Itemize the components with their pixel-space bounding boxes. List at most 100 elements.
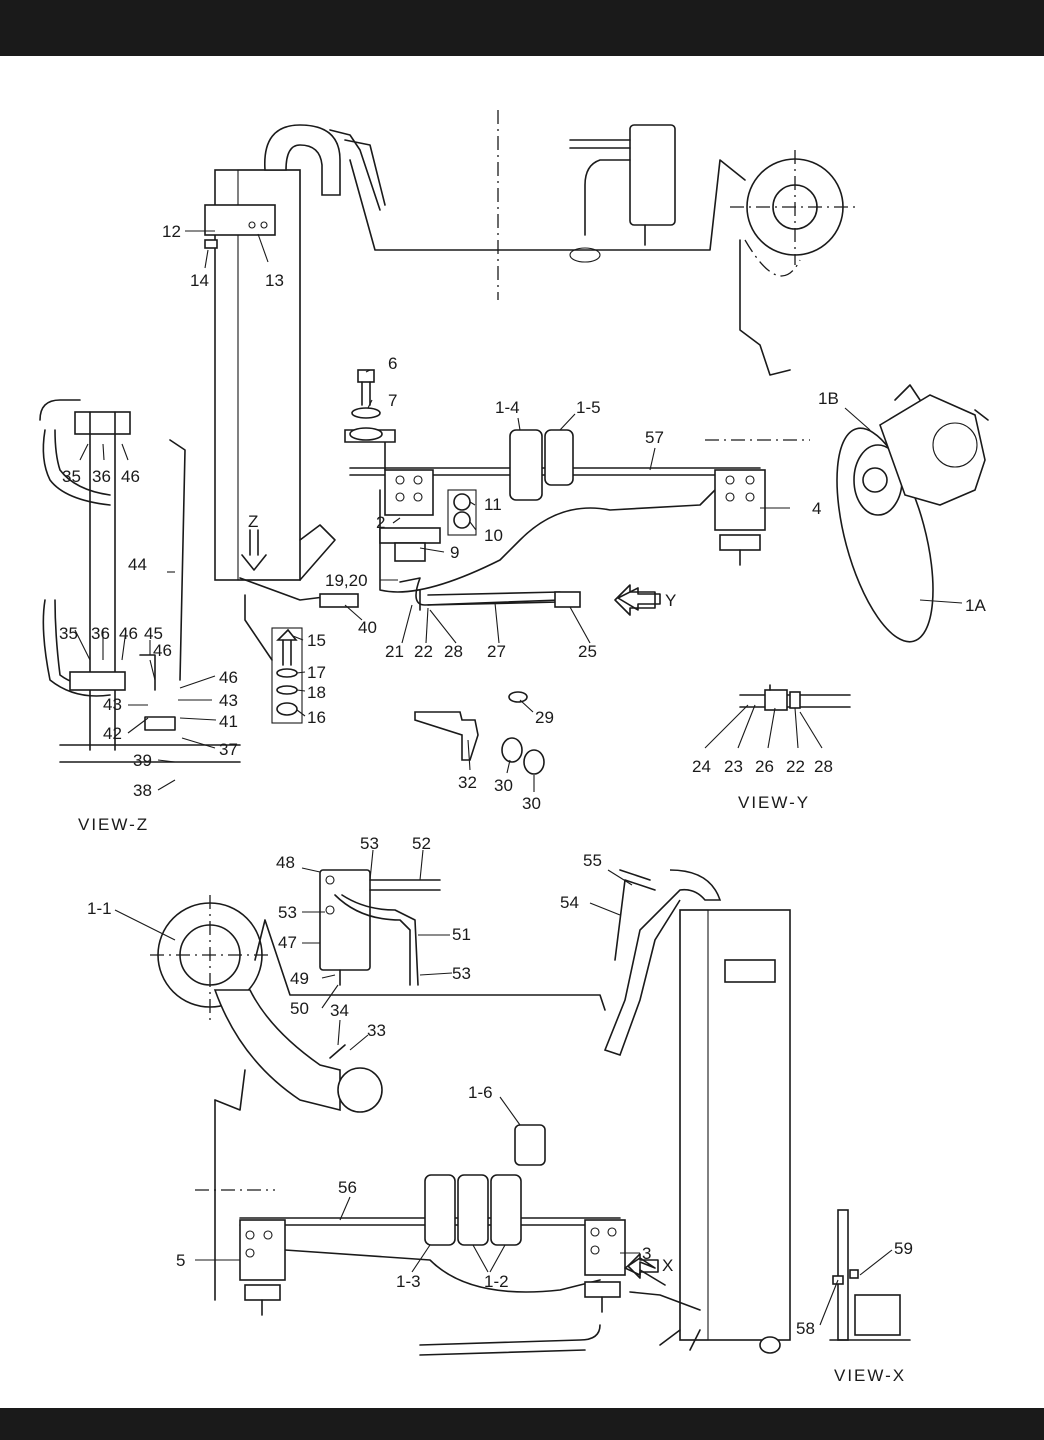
label-16: 16 (307, 708, 326, 727)
label-56: 56 (338, 1178, 357, 1197)
label-15: 15 (307, 631, 326, 650)
view-z-arrow (241, 529, 267, 571)
label-48: 48 (276, 853, 295, 872)
label-53-b: 53 (278, 903, 297, 922)
label-23: 23 (724, 757, 743, 776)
label-22-b: 22 (786, 757, 805, 776)
label-42: 42 (103, 724, 122, 743)
leader-lines (74, 230, 963, 1326)
label-X: X (662, 1256, 673, 1275)
label-52: 52 (412, 834, 431, 853)
label-1-3: 1-3 (396, 1272, 421, 1291)
label-53-a: 53 (360, 834, 379, 853)
label-28: 28 (444, 642, 463, 661)
label-28-b: 28 (814, 757, 833, 776)
label-1-4: 1-4 (495, 398, 520, 417)
label-11: 11 (484, 495, 502, 514)
label-25: 25 (578, 642, 597, 661)
label-45: 45 (144, 624, 163, 643)
header-bar (0, 0, 1044, 56)
label-57: 57 (645, 428, 664, 447)
label-46-c: 46 (153, 641, 172, 660)
label-51: 51 (452, 925, 471, 944)
view-x-arrow (627, 1253, 659, 1279)
label-17: 17 (307, 663, 326, 682)
bracket-assembly-upper (349, 429, 766, 593)
label-44: 44 (128, 555, 147, 574)
label-46-b: 46 (119, 624, 138, 643)
label-46-d: 46 (219, 668, 238, 687)
label-43-a: 43 (103, 695, 122, 714)
label-40: 40 (358, 618, 377, 637)
label-1-5: 1-5 (576, 398, 601, 417)
label-58: 58 (796, 1319, 815, 1338)
upper-engine-outline (349, 110, 810, 441)
reservoir-tank-upper (569, 124, 676, 263)
label-2: 2 (376, 513, 385, 532)
label-9: 9 (450, 543, 459, 562)
label-29: 29 (535, 708, 554, 727)
radiator-lower (603, 869, 791, 1354)
label-5: 5 (176, 1251, 185, 1270)
view-y-label: VIEW-Y (738, 793, 810, 812)
label-30-a: 30 (494, 776, 513, 795)
turbocharger (150, 895, 383, 1113)
label-53-c: 53 (452, 964, 471, 983)
label-24: 24 (692, 757, 711, 776)
label-1A: 1A (965, 596, 986, 615)
lower-engine-outline (195, 919, 606, 1301)
view-y-arrow (614, 584, 656, 616)
label-47: 47 (278, 933, 297, 952)
label-43-b: 43 (219, 691, 238, 710)
label-Y: Y (665, 591, 676, 610)
label-3: 3 (642, 1244, 651, 1263)
bracket-assembly-lower (239, 1124, 626, 1316)
label-46-a: 46 (121, 467, 140, 486)
label-33: 33 (367, 1021, 386, 1040)
oil-line-upper (319, 577, 661, 611)
view-x-label: VIEW-X (834, 1366, 906, 1385)
label-1-1: 1-1 (87, 899, 112, 918)
label-10: 10 (484, 526, 503, 545)
label-12: 12 (162, 222, 181, 241)
label-27: 27 (487, 642, 506, 661)
label-21: 21 (385, 642, 404, 661)
label-34: 34 (330, 1001, 349, 1020)
label-26: 26 (755, 757, 774, 776)
view-y-detail (739, 684, 851, 711)
alternator (836, 384, 989, 643)
label-50: 50 (290, 999, 309, 1018)
label-38: 38 (133, 781, 152, 800)
label-4: 4 (812, 499, 821, 518)
label-14: 14 (190, 271, 209, 290)
view-z-detail (39, 399, 241, 763)
label-22: 22 (414, 642, 433, 661)
footer-bar (0, 1408, 1044, 1440)
label-36-b: 36 (91, 624, 110, 643)
label-Z: Z (248, 512, 258, 531)
label-37: 37 (219, 740, 238, 759)
label-1-2: 1-2 (484, 1272, 509, 1291)
label-1B: 1B (818, 389, 839, 408)
reservoir-tank-lower (319, 869, 441, 986)
label-35-b: 35 (59, 624, 78, 643)
parts-loose-upper (414, 691, 545, 775)
label-49: 49 (290, 969, 309, 988)
label-39: 39 (133, 751, 152, 770)
radiator-upper (204, 124, 386, 601)
label-19-20: 19,20 (325, 571, 368, 590)
label-32: 32 (458, 773, 477, 792)
label-13: 13 (265, 271, 284, 290)
label-54: 54 (560, 893, 579, 912)
label-55: 55 (583, 851, 602, 870)
label-6: 6 (388, 354, 397, 373)
label-36-a: 36 (92, 467, 111, 486)
view-x-detail (829, 1209, 911, 1341)
part-labels: 12 14 13 6 7 1-4 1-5 57 1B 1A 2 11 10 9 … (59, 222, 986, 1385)
fan-pulley (730, 150, 860, 265)
label-35-a: 35 (62, 467, 81, 486)
label-59: 59 (894, 1239, 913, 1258)
label-18: 18 (307, 683, 326, 702)
label-7: 7 (388, 391, 397, 410)
